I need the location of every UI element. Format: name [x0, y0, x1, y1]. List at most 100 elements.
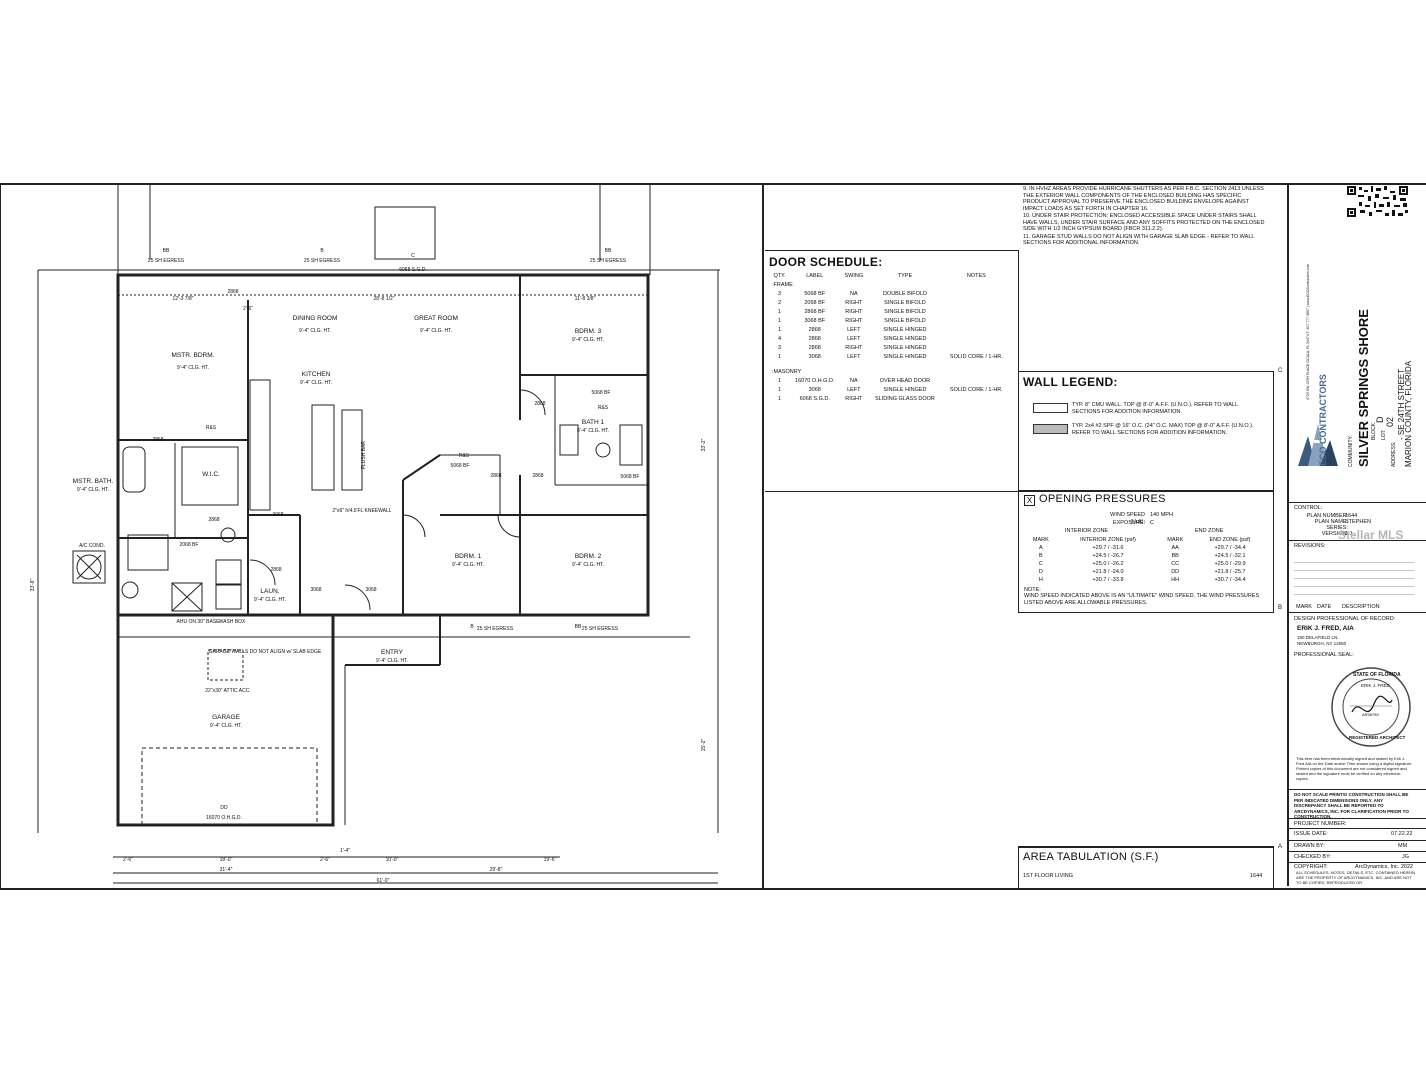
divider: [1289, 862, 1426, 863]
contractor-info: 4729 SW 15TH PLACE OCALA, FL 34474 T: 40…: [1306, 263, 1310, 400]
logo-text: ECO CONTRACTORS: [1318, 374, 1328, 466]
do-not-scale-note: DO NOT SCALE PRINTS! CONSTRUCTION SHALL …: [1294, 792, 1409, 819]
revision-lines: [1294, 555, 1414, 597]
seal-text: REGISTERED ARCHITECT: [1349, 735, 1406, 740]
seal-label: PROFESSIONAL SEAL:: [1294, 652, 1354, 658]
svg-text:9'-4" CLG. HT.: 9'-4" CLG. HT.: [420, 328, 452, 334]
note-line: 10. UNDER STAIR PROTECTION: ENCLOSED ACC…: [1023, 213, 1265, 232]
copyright-label: COPYRIGHT:: [1294, 864, 1328, 870]
col-qty: QTY.: [773, 272, 786, 279]
door-label: 5068 BF: [592, 390, 611, 396]
interior-zone-label: INTERIOR ZONE: [1065, 528, 1109, 534]
egress-label: 25 SH EGRESS: [582, 626, 619, 632]
divider: [1289, 502, 1426, 503]
project-number-label: PROJECT NUMBER:: [1294, 821, 1347, 827]
divider: [1289, 840, 1426, 841]
seal-text: STATE OF FLORIDA: [1353, 672, 1401, 678]
wall-legend-swatch-wood: [1033, 424, 1068, 434]
wall-legend-title: WALL LEGEND:: [1023, 375, 1118, 389]
ahu-label: AHU ON 30" BASE: [177, 619, 221, 625]
esign-note: This item has been electronically signed…: [1296, 756, 1413, 781]
dim-top: 2'-6": [243, 306, 253, 312]
window-tag: BB: [163, 248, 170, 254]
end-zone-label: END ZONE: [1195, 528, 1224, 534]
table-header-row: MARK INTERIOR ZONE (psf) MARK END ZONE (…: [1032, 536, 1251, 543]
room-great: GREAT ROOM: [414, 315, 458, 322]
wall-legend-swatch-cmu: [1033, 403, 1068, 413]
title-block: [1287, 183, 1426, 886]
drawn-by: MM: [1398, 843, 1408, 849]
egress-label: 25 SH EGRESS: [590, 258, 627, 264]
dim-left: 33'-8": [30, 578, 36, 591]
plan-name-label: PLAN NAME:: [1314, 519, 1348, 525]
wall-legend-item: TYP. 2x4 #2 SPF @ 16" O.C. (24" O.C. MAX…: [1072, 423, 1254, 436]
community-label: COMMUNITY:: [1348, 435, 1354, 467]
area-tabulation-title: AREA TABULATION (S.F.): [1023, 851, 1159, 863]
area-row-value: 1644: [1250, 873, 1263, 879]
svg-text:9'-4" CLG. HT.: 9'-4" CLG. HT.: [177, 365, 209, 371]
architect-seal-icon: [1331, 667, 1411, 747]
svg-text:9'-4" CLG. HT.: 9'-4" CLG. HT.: [299, 328, 331, 334]
svg-text:8'-4" CLG. HT.: 8'-4" CLG. HT.: [577, 428, 609, 434]
general-notes: 9. IN HVHZ AREAS PROVIDE HURRICANE SHUTT…: [1023, 186, 1268, 247]
dim-bottom: 1'-4": [340, 848, 350, 854]
dim-bottom: 31'-4": [220, 867, 233, 873]
door-label: 2868: [152, 437, 163, 443]
seal-text: AR98789: [1362, 712, 1379, 717]
opening-pressures-checkbox: X: [1024, 495, 1035, 506]
floor-plan: DINING ROOM 9'-4" CLG. HT. GREAT ROOM 9'…: [0, 185, 764, 888]
door-label: 5068 BF: [451, 463, 470, 469]
note-line: 11. GARAGE STUD WALLS DO NOT ALIGN WITH …: [1023, 233, 1255, 247]
opening-pressures-panel: [1018, 490, 1274, 613]
grid-mark-c: C: [1278, 368, 1283, 374]
col-type: TYPE: [897, 272, 913, 279]
dim-right: 15'-2": [701, 738, 707, 751]
egress-label: 25 SH EGRESS: [477, 626, 514, 632]
dim-bottom: 2'-6": [123, 857, 133, 863]
door-label: 3068: [365, 587, 376, 593]
community-title: SILVER SPRINGS SHORE: [1356, 309, 1371, 467]
window-tag: B: [470, 624, 474, 630]
svg-text:9'-4" CLG. HT.: 9'-4" CLG. HT.: [452, 562, 484, 568]
svg-text:9'-4" CLG. HT.: 9'-4" CLG. HT.: [210, 723, 242, 729]
room-mstr-bath: MSTR. BATH.: [73, 478, 114, 485]
egress-label: 25 SH EGRESS: [304, 258, 341, 264]
door-label: 3068: [310, 587, 321, 593]
architect-address: NEWBURGH, NY 12550: [1297, 641, 1347, 646]
room-kitchen: KITCHEN: [302, 371, 331, 378]
door-schedule-title: DOOR SCHEDULE:: [769, 255, 883, 269]
door-label: 2868: [227, 289, 238, 295]
architect-name: ERIK J. FRED, AIA: [1297, 625, 1354, 632]
lot-value: 02: [1385, 416, 1395, 427]
plan-number-label: PLAN NUMBER:: [1306, 513, 1348, 519]
col-label: LABEL: [806, 272, 824, 279]
revisions-label: REVISIONS:: [1294, 543, 1326, 549]
door-label: R&S: [206, 425, 217, 431]
door-label: 2868: [270, 567, 281, 573]
dim-bottom: 19'-6": [544, 857, 557, 863]
svg-text:9'-4" CLG. HT.: 9'-4" CLG. HT.: [572, 562, 604, 568]
divider: [1289, 612, 1426, 613]
plan-number: 1644: [1345, 513, 1358, 519]
window-tag: BB: [575, 624, 582, 630]
drawn-by-label: DRAWN BY:: [1294, 843, 1325, 849]
room-bdrm3: BDRM. 3: [575, 328, 602, 335]
area-row-label: 1ST FLOOR LIVING: [1023, 873, 1074, 879]
door-label: 2868: [490, 473, 501, 479]
garage-door-label: 16070 O.H.G.D.: [206, 815, 242, 821]
divider: [1289, 818, 1426, 819]
window-tag: C: [411, 253, 415, 259]
block-label: BLOCK:: [1371, 421, 1377, 440]
ac-cond-label: A/C COND.: [79, 543, 105, 549]
